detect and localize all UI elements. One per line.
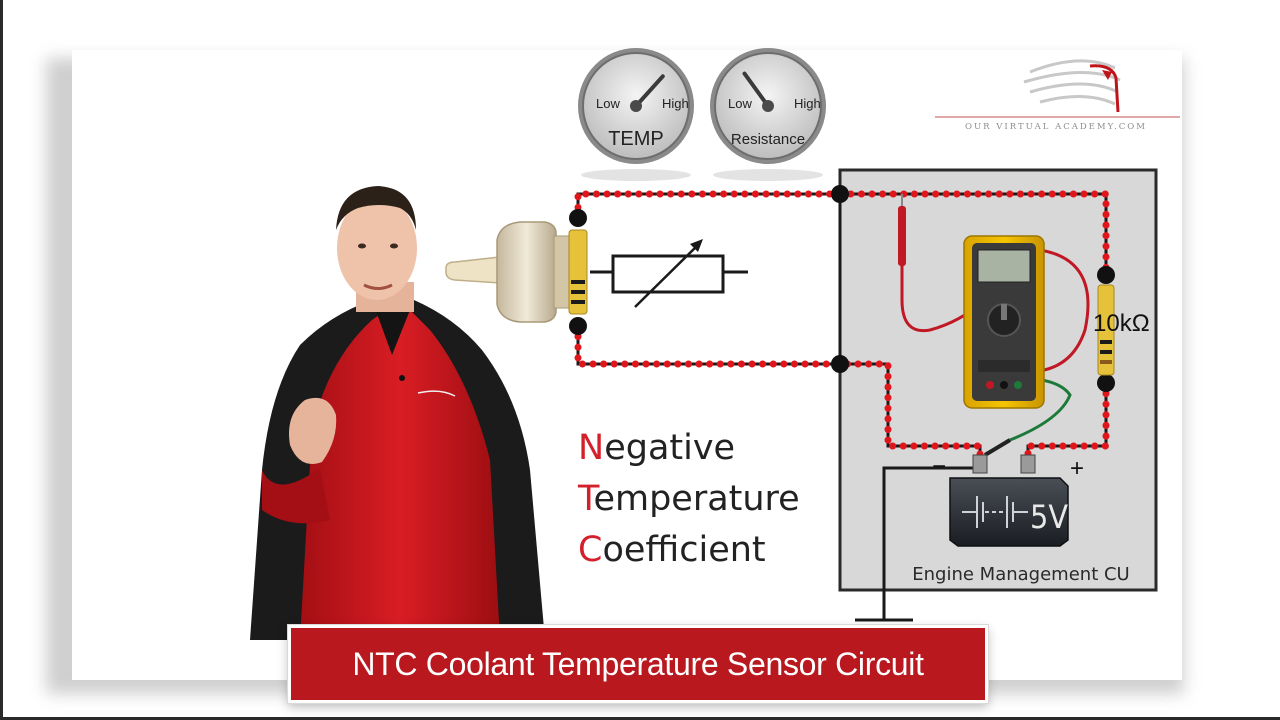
temp-gauge-hub	[630, 100, 642, 112]
caption-banner: NTC Coolant Temperature Sensor Circuit	[288, 625, 988, 703]
ecu-label: Engine Management CU	[912, 564, 1129, 585]
ntc-rest-coefficient: oefficient	[602, 530, 765, 570]
ntc-rest-temperature: emperature	[593, 479, 799, 519]
resistance-gauge-needle	[742, 71, 770, 108]
logo-text: OUR VIRTUAL ACADEMY.COM	[965, 122, 1147, 132]
ntc-acronym: Negative Temperature Coefficient	[577, 428, 800, 570]
resistance-gauge-title: Resistance	[731, 131, 805, 148]
temp-gauge: Low High TEMP	[578, 48, 694, 181]
resistance-gauge-low-label: Low	[728, 96, 752, 111]
junction-nodes	[569, 185, 1115, 392]
battery: 5V − +	[932, 453, 1084, 547]
presenter-hand	[289, 397, 337, 464]
coolant-sensor	[445, 221, 588, 323]
battery-plus-label: +	[1070, 455, 1084, 482]
temp-gauge-high-label: High	[662, 96, 689, 111]
resistor-value-label: 10kΩ	[1093, 310, 1150, 337]
presenter-face	[337, 196, 417, 300]
ntc-initial-n: N	[578, 428, 604, 468]
frame-edge-left	[0, 0, 3, 720]
multimeter	[898, 194, 1090, 457]
ntc-initial-c: C	[578, 530, 602, 570]
thermistor-symbol	[611, 239, 725, 308]
resistance-gauge: Low High Resistance	[710, 48, 826, 181]
ntc-line-negative: Negative	[578, 428, 735, 468]
battery-voltage-label: 5V	[1030, 498, 1068, 536]
temp-gauge-low-label: Low	[596, 96, 620, 111]
ntc-line-temperature: Temperature	[577, 479, 800, 519]
pullup-resistor: 10kΩ	[1093, 284, 1150, 376]
resistance-gauge-hub	[762, 100, 774, 112]
temp-gauge-needle	[634, 74, 665, 108]
frame-edge-bottom	[0, 717, 1280, 720]
ntc-line-coefficient: Coefficient	[578, 530, 766, 570]
caption-title: NTC Coolant Temperature Sensor Circuit	[352, 645, 924, 682]
academy-logo: OUR VIRTUAL ACADEMY.COM	[935, 59, 1180, 132]
presenter	[250, 186, 545, 640]
ntc-rest-negative: egative	[604, 428, 735, 468]
temp-gauge-title: TEMP	[608, 128, 664, 150]
resistance-gauge-high-label: High	[794, 96, 821, 111]
battery-minus-label: −	[932, 453, 946, 480]
